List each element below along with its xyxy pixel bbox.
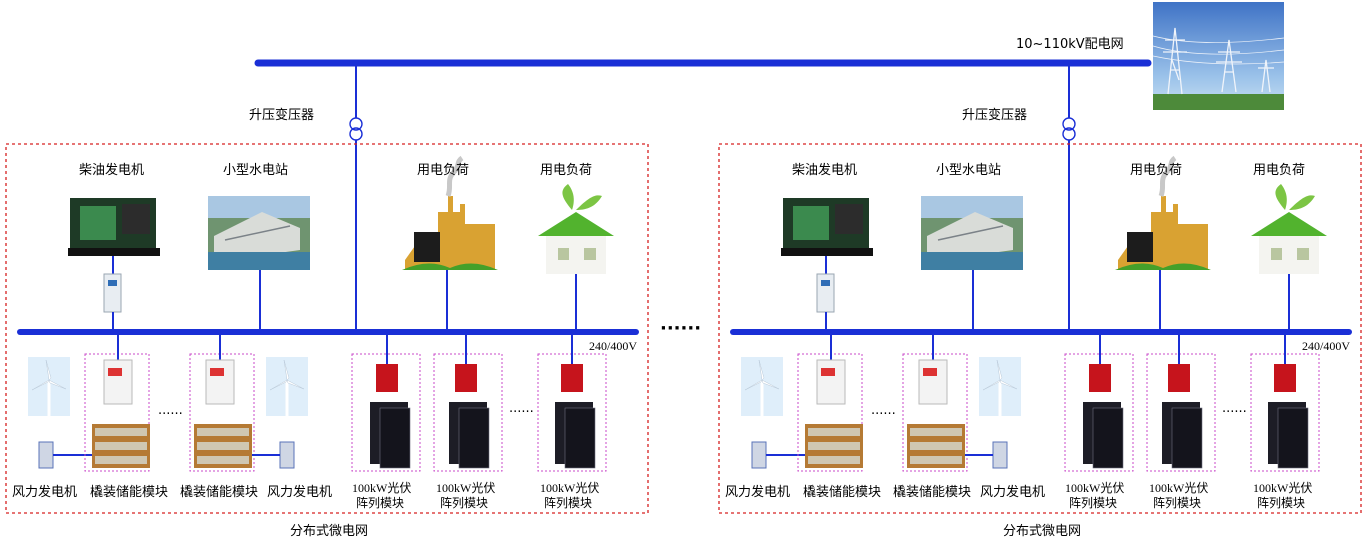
pv-ellipsis: ······ — [509, 405, 534, 420]
pv-label-2-line1: 100kW光伏 — [1149, 481, 1208, 495]
wind-generator-label-2: 风力发电机 — [267, 484, 332, 500]
grid-label: 10~110kV配电网 — [1016, 37, 1124, 52]
diesel-generator-label: 柴油发电机 — [79, 162, 144, 178]
pv-label-2-line1: 100kW光伏 — [436, 481, 495, 495]
microgrid-1: 升压变压器 柴油发电机 小型水电站 用电负荷 用电负荷 240/400V ···… — [6, 107, 648, 539]
lv-voltage-label: 240/400V — [589, 339, 637, 353]
diesel-generator-label: 柴油发电机 — [792, 162, 857, 178]
storage-label-2: 橇装储能模块 — [893, 485, 971, 500]
microgrid-ellipsis: ······ — [660, 318, 701, 339]
load-label-2: 用电负荷 — [1253, 163, 1305, 178]
pv-label-3-line1: 100kW光伏 — [1253, 481, 1312, 495]
wind-generator-label-2: 风力发电机 — [980, 484, 1045, 500]
microgrid-title: 分布式微电网 — [290, 524, 368, 539]
microgrid-2: 升压变压器 柴油发电机 小型水电站 用电负荷 用电负荷 240/400V ···… — [719, 107, 1361, 539]
storage-ellipsis: ······ — [871, 407, 896, 422]
microgrid-title: 分布式微电网 — [1003, 524, 1081, 539]
transformer-label: 升压变压器 — [249, 107, 314, 123]
wind-generator-label-1: 风力发电机 — [12, 484, 77, 500]
load-label-1: 用电负荷 — [1130, 163, 1182, 178]
storage-label-1: 橇装储能模块 — [90, 485, 168, 500]
pv-label-2-line2: 阵列模块 — [1153, 496, 1201, 510]
pylon-photo — [1152, 2, 1285, 110]
wind-generator-label-1: 风力发电机 — [725, 484, 790, 500]
pv-label-3-line2: 阵列模块 — [544, 496, 592, 510]
storage-label-1: 橇装储能模块 — [803, 485, 881, 500]
pv-label-1-line1: 100kW光伏 — [1065, 481, 1124, 495]
transformer-label: 升压变压器 — [962, 107, 1027, 123]
lv-voltage-label: 240/400V — [1302, 339, 1350, 353]
pv-label-1-line2: 阵列模块 — [1069, 496, 1117, 510]
pv-label-1-line1: 100kW光伏 — [352, 481, 411, 495]
pv-ellipsis: ······ — [1222, 405, 1247, 420]
storage-ellipsis: ······ — [158, 407, 183, 422]
storage-label-2: 橇装储能模块 — [180, 485, 258, 500]
load-label-2: 用电负荷 — [540, 163, 592, 178]
hydro-station-label: 小型水电站 — [223, 163, 288, 178]
pv-label-1-line2: 阵列模块 — [356, 496, 404, 510]
pv-label-2-line2: 阵列模块 — [440, 496, 488, 510]
load-label-1: 用电负荷 — [417, 163, 469, 178]
hydro-station-label: 小型水电站 — [936, 163, 1001, 178]
pv-label-3-line2: 阵列模块 — [1257, 496, 1305, 510]
pv-label-3-line1: 100kW光伏 — [540, 481, 599, 495]
